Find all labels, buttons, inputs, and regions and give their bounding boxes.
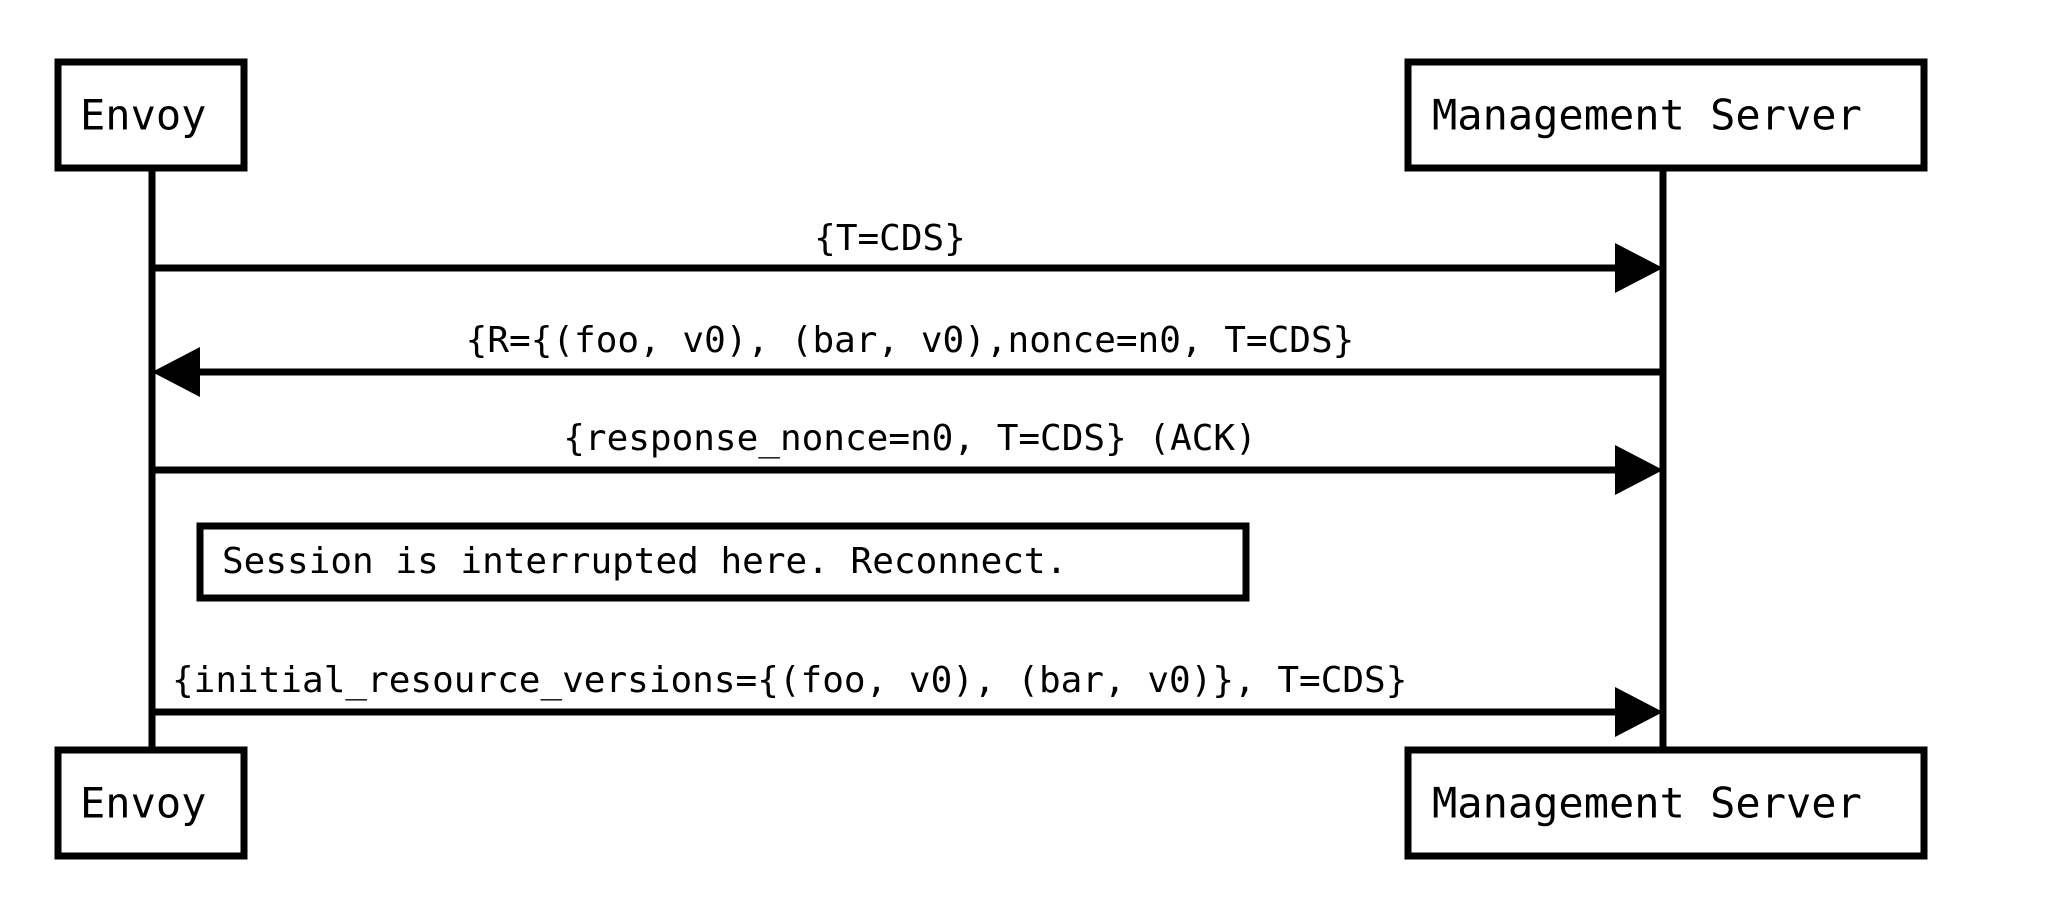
message-label-3: {response_nonce=n0, T=CDS} (ACK): [563, 418, 1257, 459]
message-label-2: {R={(foo, v0), (bar, v0),nonce=n0, T=CDS…: [466, 320, 1355, 361]
message-arrowhead-3: [1615, 445, 1663, 495]
participant-label-envoy-top: Envoy: [80, 91, 206, 140]
participant-label-envoy-bottom: Envoy: [80, 779, 206, 828]
participant-label-management-server-top: Management Server: [1432, 91, 1862, 140]
participant-box-management-server-bottom: [1404, 746, 1928, 860]
participant-box-envoy-top: [54, 58, 248, 172]
note-label-session-interrupted: Session is interrupted here. Reconnect.: [222, 541, 1067, 582]
message-arrowhead-1: [1615, 243, 1663, 293]
participant-box-envoy-bottom: [54, 746, 248, 860]
message-label-4: {initial_resource_versions={(foo, v0), (…: [172, 660, 1407, 701]
note-box-session-interrupted: [196, 522, 1250, 602]
participant-label-management-server-bottom: Management Server: [1432, 779, 1862, 828]
participant-box-management-server-top: [1404, 58, 1928, 172]
message-arrowhead-4: [1615, 687, 1663, 737]
message-label-1: {T=CDS}: [814, 218, 966, 259]
message-arrowhead-2: [152, 347, 200, 397]
